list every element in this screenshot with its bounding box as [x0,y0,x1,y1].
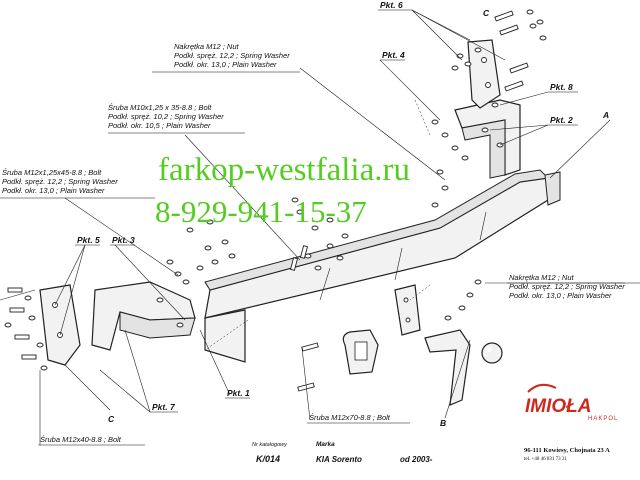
bolt-row-left [156,219,236,328]
catalog-number: K/014 [256,454,280,464]
callout-nut-top: Nakrętka M12 ; Nut Podkł. spręż. 12,2 ; … [174,42,290,69]
callout-line: Śruba M12x1,25x45-8.8 ; Bolt [2,168,102,177]
logo-name: IMIOŁA [525,396,592,417]
label-letter-b: B [440,418,446,428]
label-pkt1: Pkt. 1 [227,388,250,398]
callout-line: Podkł. spręż. 12,2 ; Spring Washer [509,282,625,291]
callout-bolt-m12-left: Śruba M12x1,25x45-8.8 ; Bolt Podkł. sprę… [2,168,118,195]
catalog-header: Nr katalogowy [252,442,288,448]
callout-bolt-m12x40: Śruba M12x40-8.8 ; Bolt [40,435,122,444]
label-letter-c-bottom: C [108,414,115,424]
bolt-row-middle [431,119,504,208]
bolt-row-center [289,197,349,271]
towball-neck-b [424,329,503,406]
bolt-row-bottom [297,279,482,392]
callout-line: Podkł. spręż. 12,2 ; Spring Washer [174,51,290,60]
callout-underlines [0,9,640,446]
label-pkt3: Pkt. 3 [112,235,135,245]
leader-lines [0,9,625,445]
callout-line: Śruba M10x1,25 x 35-8.8 ; Bolt [108,103,212,112]
callout-line: Podkł. okr. 13,0 ; Plain Washer [2,186,105,195]
label-pkt6: Pkt. 6 [380,0,403,10]
logo-sub: HAKPOL [588,416,618,422]
imiola-logo: IMIOŁA HAKPOL 96-111 Kowiesy, Chojnata 2… [524,383,618,462]
logo-swoosh-icon [527,383,557,393]
label-letter-c-top: C [483,8,490,18]
callout-line: Nakrętka M12 ; Nut [509,273,575,282]
ball-mount-bracket [394,284,421,336]
callout-line: Podkł. okr. 13,0 ; Plain Washer [509,291,612,300]
bolt-row-far-left [4,287,48,371]
right-bracket [454,99,521,179]
callout-line: Podkł. okr. 10,5 ; Plain Washer [108,121,211,130]
plate-c-top [467,39,501,109]
label-letter-a: A [602,110,609,120]
year-value: od 2003- [400,455,433,464]
label-pkt7: Pkt. 7 [152,402,176,412]
label-pkt5: Pkt. 5 [77,235,100,245]
callout-bolt-m10: Śruba M10x1,25 x 35-8.8 ; Bolt Podkł. sp… [108,103,224,130]
callout-bolt-m12x70: Śruba M12x70-8.8 ; Bolt [309,413,391,422]
watermark-site: farkop-westfalia.ru [158,152,410,188]
logo-address: 96-111 Kowiesy, Chojnata 23 A [524,447,610,454]
make-header: Marka [316,441,335,448]
logo-phone: tel. +48 46 831 73 31 [524,457,567,462]
callout-line: Nakrętka M12 ; Nut [174,42,240,51]
fasteners [4,9,547,392]
watermark-phone: 8-929-941-15-37 [155,194,367,229]
make-value: KIA Sorento [316,455,362,464]
left-bracket [91,281,196,351]
label-pkt2: Pkt. 2 [550,115,573,125]
callout-line: Podkł. spręż. 12,2 ; Spring Washer [2,177,118,186]
callout-line: Podkł. okr. 13,0 ; Plain Washer [174,60,277,69]
label-pkt4: Pkt. 4 [382,50,405,60]
plate-c-left [39,284,81,366]
label-pkt8: Pkt. 8 [550,82,573,92]
title-block: Nr katalogowy K/014 Marka KIA Sorento od… [252,441,433,464]
socket-plate [342,329,379,375]
bolt-row-top-right [451,9,547,108]
callout-nut-right: Nakrętka M12 ; Nut Podkł. spręż. 12,2 ; … [509,273,625,300]
callout-line: Podkł. spręż. 10,2 ; Spring Washer [108,112,224,121]
